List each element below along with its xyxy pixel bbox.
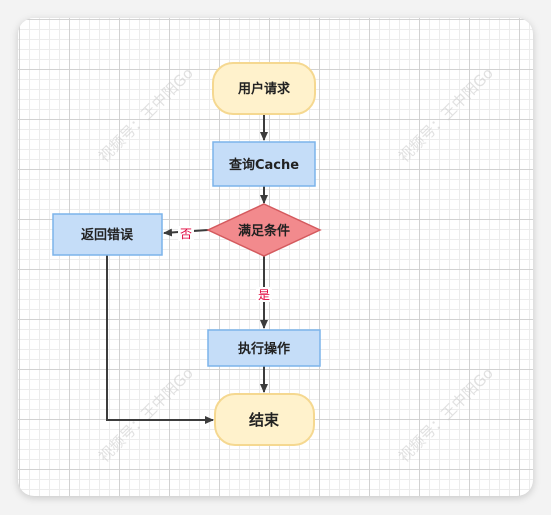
node-error-label: 返回错误 [81,227,134,243]
node-condition-label: 满足条件 [238,223,290,239]
node-end-label: 结束 [249,411,280,429]
edge-label-bg [178,226,194,241]
watermark-text: 视频号：王中阳Go [395,64,497,166]
flowchart-svg: 视频号：王中阳Go 视频号：王中阳Go 视频号：王中阳Go 视频号：王中阳Go … [52,62,497,466]
node-end[interactable]: 结束 [214,393,315,446]
node-request[interactable]: 用户请求 [212,62,316,115]
edge-error-to-end [106,255,214,424]
node-condition[interactable]: 满足条件 [206,203,322,257]
watermark-text: 视频号：王中阳Go [95,64,197,166]
edge-label-bg [256,287,272,302]
node-execute-label: 执行操作 [238,341,290,357]
watermark-text: 视频号：王中阳Go [95,364,197,466]
node-request-label: 用户请求 [237,81,291,97]
node-cache-label: 查询Cache [228,157,299,173]
diagram-canvas: 视频号：王中阳Go 视频号：王中阳Go 视频号：王中阳Go 视频号：王中阳Go … [18,18,533,496]
node-cache[interactable]: 查询Cache [212,141,316,187]
edge-label-no: 否 [180,227,192,241]
node-error[interactable]: 返回错误 [52,213,163,256]
node-execute[interactable]: 执行操作 [207,329,321,367]
edge-label-yes: 是 [258,288,270,302]
watermark-text: 视频号：王中阳Go [395,364,497,466]
